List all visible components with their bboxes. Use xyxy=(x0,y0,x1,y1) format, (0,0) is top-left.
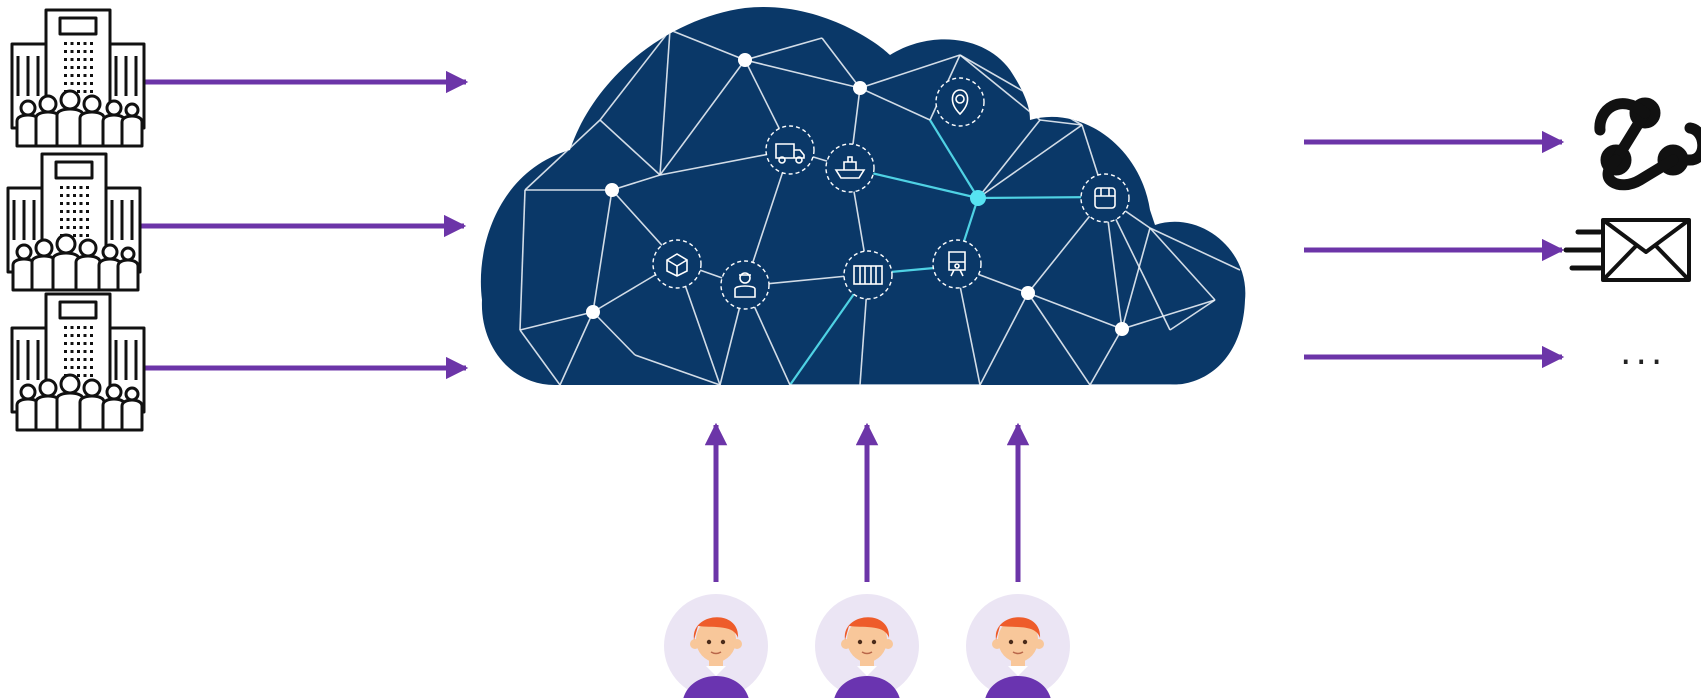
location-globe-icon xyxy=(935,77,985,127)
mesh-link xyxy=(659,59,746,176)
package-icon xyxy=(652,239,702,289)
more-outputs-ellipsis: ... xyxy=(1620,332,1667,373)
mesh-node-highlight xyxy=(970,190,986,206)
mesh-node xyxy=(586,305,600,319)
mesh-link xyxy=(669,29,746,61)
mesh-link xyxy=(519,329,561,386)
mesh-link xyxy=(592,189,613,313)
office-building-with-people-icon xyxy=(10,292,146,432)
cloud-network xyxy=(480,6,1246,386)
customs-officer-icon xyxy=(720,260,770,310)
user-arrows xyxy=(704,422,1030,582)
ship-icon xyxy=(825,143,875,193)
mesh-link xyxy=(959,54,1041,121)
mesh-link xyxy=(634,354,721,386)
mesh-node xyxy=(738,53,752,67)
mesh-link xyxy=(1149,227,1216,301)
mesh-link xyxy=(599,29,671,121)
network-mesh xyxy=(519,29,1241,386)
mesh-link xyxy=(977,124,1083,199)
output-arrows xyxy=(1304,130,1565,369)
cloud-shape xyxy=(480,6,1246,386)
mesh-link xyxy=(744,37,823,61)
mesh-link xyxy=(744,59,861,89)
mesh-link xyxy=(659,29,671,176)
mesh-link xyxy=(1027,292,1091,386)
mesh-node xyxy=(1021,286,1035,300)
mesh-link xyxy=(1039,119,1083,126)
mesh-link xyxy=(611,174,661,191)
mesh-link xyxy=(519,311,594,331)
webhook-icon xyxy=(1594,97,1701,191)
mesh-link xyxy=(1169,299,1216,331)
office-building-with-people-icon xyxy=(10,8,146,148)
mesh-link xyxy=(979,292,1029,386)
user-avatar-icon xyxy=(966,594,1070,698)
train-icon xyxy=(932,239,982,289)
mesh-node xyxy=(1115,322,1129,336)
mesh-node xyxy=(605,183,619,197)
user-avatar-icon xyxy=(815,594,919,698)
mesh-link xyxy=(1027,292,1123,330)
mesh-link xyxy=(977,119,1041,199)
mesh-link xyxy=(1121,299,1216,330)
mesh-link xyxy=(1149,227,1241,271)
mesh-link xyxy=(859,87,931,121)
mesh-link xyxy=(1121,227,1151,330)
fast-mail-icon xyxy=(1563,218,1691,282)
mesh-link xyxy=(592,311,636,356)
office-building-with-people-icon xyxy=(6,152,142,292)
mesh-link xyxy=(929,119,979,199)
mesh-node xyxy=(853,81,867,95)
mesh-link xyxy=(1089,328,1123,386)
mesh-link xyxy=(524,119,601,191)
mesh-link xyxy=(559,311,594,386)
source-arrows xyxy=(136,70,469,380)
mesh-link xyxy=(599,119,661,176)
container-icon xyxy=(843,250,893,300)
truck-icon xyxy=(765,125,815,175)
shipping-container-icon xyxy=(1080,173,1130,223)
mesh-link xyxy=(859,54,961,89)
mesh-link xyxy=(821,37,861,89)
mesh-link xyxy=(519,189,526,331)
user-avatar-icon xyxy=(664,594,768,698)
